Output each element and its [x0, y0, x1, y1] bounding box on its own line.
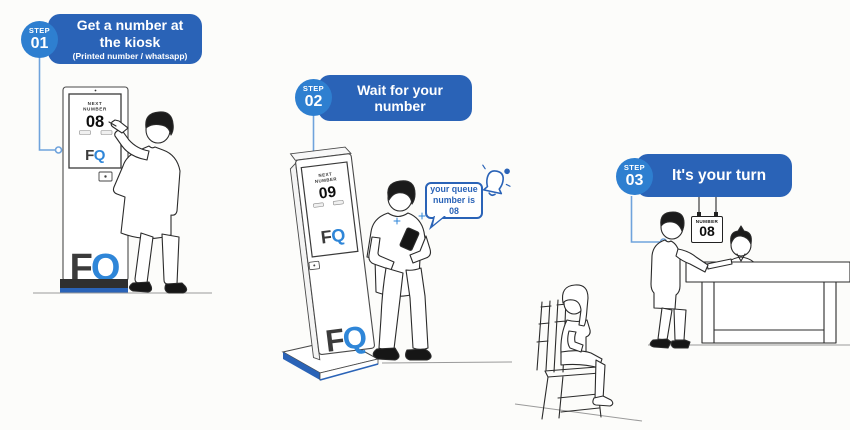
- step-label: STEP: [623, 163, 646, 173]
- step-title-line1: It's your turn: [671, 166, 767, 184]
- screen-button: [79, 130, 91, 135]
- person-seated-waiting: [536, 284, 614, 420]
- bell-icon: [482, 164, 511, 197]
- step-number: 02: [304, 92, 323, 110]
- step-title-line2: number: [374, 98, 426, 114]
- kiosk-2-screen-label-2: NUMBER: [315, 176, 338, 184]
- bubble-line1: your queue: [430, 184, 478, 195]
- kiosk-1-screen-logo: FQ: [85, 147, 106, 164]
- person-waiting-phone: [366, 180, 432, 361]
- counter-scene: [649, 196, 850, 349]
- person-at-counter: [649, 211, 709, 349]
- notification-sparkles: [393, 212, 426, 225]
- person-taking-number: [108, 111, 188, 294]
- queue-notification-bubble: your queue number is 08: [425, 182, 483, 230]
- phone: [399, 227, 420, 251]
- step-3-title-pill: It's your turn: [636, 154, 792, 197]
- screen-button: [332, 200, 344, 206]
- step-1-title-pill: Get a number at the kiosk (Printed numbe…: [48, 14, 202, 64]
- step-1-number-circle: STEP 01: [21, 21, 58, 58]
- screen-button: [100, 130, 113, 135]
- sign-wires: [698, 196, 717, 217]
- kiosk-1-base: [60, 279, 128, 288]
- step-2-number-circle: STEP 02: [295, 79, 332, 116]
- logo-letter-f: F: [320, 226, 333, 247]
- step-number: 03: [625, 171, 644, 189]
- kiosk-1-screen-label-1: NEXT: [88, 101, 103, 106]
- step-subtitle: (Printed number / whatsapp): [72, 50, 188, 61]
- logo-letter-q: Q: [330, 225, 346, 247]
- kiosk-2-screen-number: 09: [318, 184, 338, 203]
- kiosk-1-screen: [68, 93, 122, 169]
- bubble-line2: number is 08: [432, 195, 476, 216]
- logo-letter-q: Q: [94, 147, 106, 164]
- kiosk-2-base-logo: FQ: [323, 319, 367, 359]
- camera-dot-icon: [94, 89, 97, 92]
- step-title: Wait for your number: [357, 82, 443, 114]
- step-title-line2: the kiosk: [99, 33, 161, 50]
- logo-letter-f: F: [323, 322, 345, 359]
- counter-number-sign: NUMBER 08: [691, 216, 723, 243]
- logo-letter-q: Q: [341, 319, 368, 357]
- receptionist-arm: [706, 258, 733, 270]
- kiosk-1-screen-label-2: NUMBER: [83, 107, 107, 112]
- step-3-number-circle: STEP 03: [616, 158, 653, 195]
- sign-label: NUMBER: [695, 219, 719, 224]
- screen-button: [313, 202, 324, 208]
- step-title: Get a number at the kiosk: [77, 17, 184, 49]
- sign-number: 08: [699, 223, 715, 239]
- step-title-line1: Wait for your: [357, 81, 443, 98]
- step-label: STEP: [28, 26, 51, 36]
- kiosk-1-screen-number: 08: [86, 113, 104, 131]
- step-label: STEP: [302, 84, 325, 94]
- logo-letter-f: F: [85, 147, 94, 164]
- step-title-line1: Get a number at: [76, 17, 184, 34]
- step-number: 01: [30, 34, 49, 52]
- kiosk-2-screen-logo: FQ: [320, 225, 347, 248]
- kiosk-2-screen-label-1: NEXT: [318, 171, 332, 178]
- kiosk-2-screen: [300, 161, 359, 258]
- service-counter: [685, 261, 850, 344]
- step-2-title-pill: Wait for your number: [318, 75, 472, 121]
- kiosk-1: NEXT NUMBER 08 FQ FQ: [60, 86, 129, 293]
- step-title: It's your turn: [672, 167, 766, 185]
- kiosk-2: NEXT NUMBER 09 FQ FQ: [289, 146, 375, 361]
